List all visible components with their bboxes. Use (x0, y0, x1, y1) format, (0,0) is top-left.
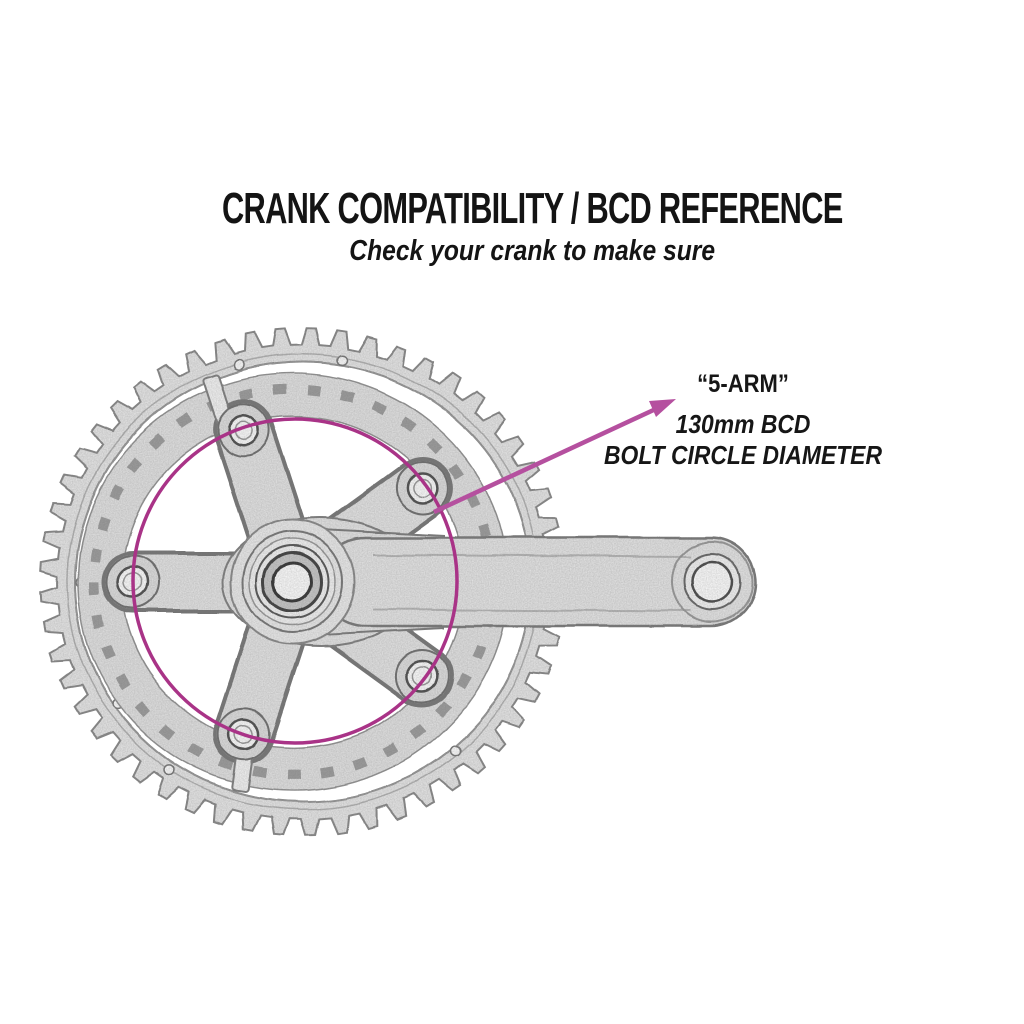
chainring-bolt (216, 402, 271, 457)
rivet-hole (164, 764, 176, 776)
header: CRANK COMPATIBILITY / BCD REFERENCE Chec… (0, 184, 1024, 268)
crankset-sketch (39, 327, 757, 837)
callout-arm-count: “5-ARM” (697, 370, 789, 398)
page-subtitle-text: Check your crank to make sure (349, 235, 715, 268)
page-title: CRANK COMPATIBILITY / BCD REFERENCE (40, 184, 1024, 233)
callout-bcd-label: BOLT CIRCLE DIAMETER (604, 440, 882, 470)
rivet-hole (449, 745, 461, 757)
bcd-arrow (433, 399, 676, 515)
page-subtitle: Check your crank to make sure (40, 235, 1024, 268)
crank-arm (292, 526, 757, 638)
bcd-circle (131, 417, 459, 745)
crankset (39, 327, 757, 837)
page-title-text: CRANK COMPATIBILITY / BCD REFERENCE (221, 184, 843, 233)
bcd-arrow-shaft (433, 404, 661, 515)
pedal-hole (671, 541, 753, 623)
bcd-arrowhead-icon (649, 399, 676, 417)
crank-axle (230, 519, 356, 645)
rivet-hole (232, 359, 244, 371)
chainring-bolt (395, 649, 450, 703)
callout-bcd-value: 130mm BCD (675, 409, 811, 439)
rivet-hole (336, 354, 348, 366)
